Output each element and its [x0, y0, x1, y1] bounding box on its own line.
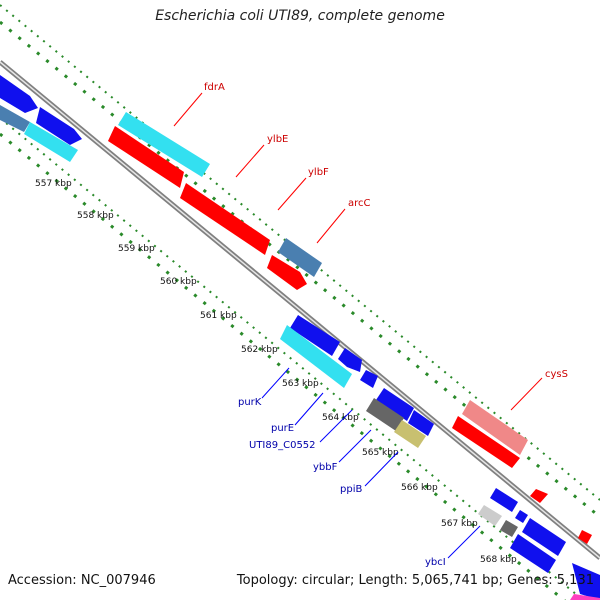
- dotted-track-1: [0, 4, 600, 501]
- gene-label-ppiB: ppiB: [340, 484, 362, 495]
- gene-label-purE: purE: [271, 423, 294, 434]
- gene-label-arcC: arcC: [348, 198, 371, 209]
- tick-label: 562 kbp: [241, 345, 278, 355]
- leader-ybcI: [447, 525, 481, 559]
- gene-label-ybcI: ybcI: [425, 557, 446, 568]
- gene-ylbE[interactable]: [108, 126, 184, 188]
- gene-ppiB[interactable]: [490, 488, 518, 512]
- gene-light-gray[interactable]: [478, 505, 502, 526]
- tick-label: 564 kbp: [322, 413, 359, 423]
- gene-red-edge[interactable]: [578, 530, 592, 544]
- gene-purE[interactable]: [280, 325, 352, 388]
- tick-label: 566 kbp: [401, 483, 438, 493]
- map-title: Escherichia coli UTI89, complete genome: [155, 8, 445, 24]
- leader-ybbF: [338, 429, 372, 463]
- dotted-track-4: [0, 132, 567, 600]
- gene-blue-lr-2[interactable]: [510, 534, 556, 573]
- gene-label-cysS: cysS: [545, 369, 568, 380]
- gene-magenta-edge[interactable]: [570, 594, 600, 600]
- gene-blue-left-3[interactable]: [0, 105, 30, 132]
- gene-label-ybbF: ybbF: [313, 462, 338, 473]
- gene-blue-edge[interactable]: [572, 563, 600, 600]
- gene-red-3[interactable]: [267, 255, 307, 290]
- gene-label-ylbE: ylbE: [267, 134, 288, 145]
- gene-label-ylbF: ylbF: [308, 167, 329, 178]
- tick-label: 568 kbp: [480, 555, 517, 565]
- tick-label: 563 kbp: [282, 379, 319, 389]
- leader-purK: [261, 367, 290, 399]
- tick-label: 561 kbp: [200, 311, 237, 321]
- accession-text: Accession: NC_007946: [8, 573, 156, 588]
- gene-blue-small[interactable]: [360, 370, 378, 388]
- gene-blue-left-1[interactable]: [0, 75, 38, 113]
- gene-blue-mid[interactable]: [376, 388, 414, 421]
- leader-ylbF: [277, 177, 307, 211]
- gene-gray-lr[interactable]: [500, 520, 518, 537]
- genome-summary-text: Topology: circular; Length: 5,065,741 bp…: [236, 573, 594, 588]
- tick-label: 558 kbp: [77, 211, 114, 221]
- tick-label: 557 kbp: [35, 179, 72, 189]
- gene-cysS[interactable]: [462, 400, 528, 455]
- tick-label: 560 kbp: [160, 277, 197, 287]
- gene-ylbF[interactable]: [180, 183, 270, 255]
- tick-label: 567 kbp: [441, 519, 478, 529]
- gene-ybcI[interactable]: [522, 518, 566, 556]
- gene-purK-block[interactable]: [290, 315, 340, 356]
- gene-blue-left-2[interactable]: [36, 107, 82, 145]
- gene-arcC[interactable]: [278, 238, 322, 277]
- gene-UTI89_C0552[interactable]: [366, 398, 404, 431]
- leader-purE: [294, 392, 324, 426]
- gene-red-small[interactable]: [530, 489, 548, 503]
- leader-ylbE: [235, 144, 265, 178]
- leader-fdrA: [173, 92, 203, 127]
- dotted-tracks: [0, 4, 600, 600]
- gene-label-fdrA: fdrA: [204, 82, 225, 93]
- gene-label-UTI89_C0552: UTI89_C0552: [249, 440, 316, 451]
- gene-blue-lr-1[interactable]: [515, 510, 528, 523]
- gene-cyan-left[interactable]: [24, 122, 78, 162]
- leader-ppiB: [364, 451, 399, 487]
- tick-label: 565 kbp: [362, 448, 399, 458]
- gene-ybbF[interactable]: [394, 420, 426, 448]
- gene-label-purK: purK: [238, 397, 262, 408]
- gene-cysS-red[interactable]: [452, 416, 520, 468]
- gene-fdrA[interactable]: [118, 112, 210, 177]
- leader-arcC: [316, 208, 346, 244]
- dotted-track-3: [0, 117, 585, 600]
- gene-purK-arrow[interactable]: [338, 348, 362, 372]
- leader-UTI89_C0552: [319, 409, 353, 443]
- gene-features: [0, 75, 600, 600]
- tick-label: 559 kbp: [118, 244, 155, 254]
- backbone-inner: [0, 61, 600, 559]
- leader-cysS: [510, 377, 543, 411]
- gene-blue-mid-2[interactable]: [408, 410, 434, 436]
